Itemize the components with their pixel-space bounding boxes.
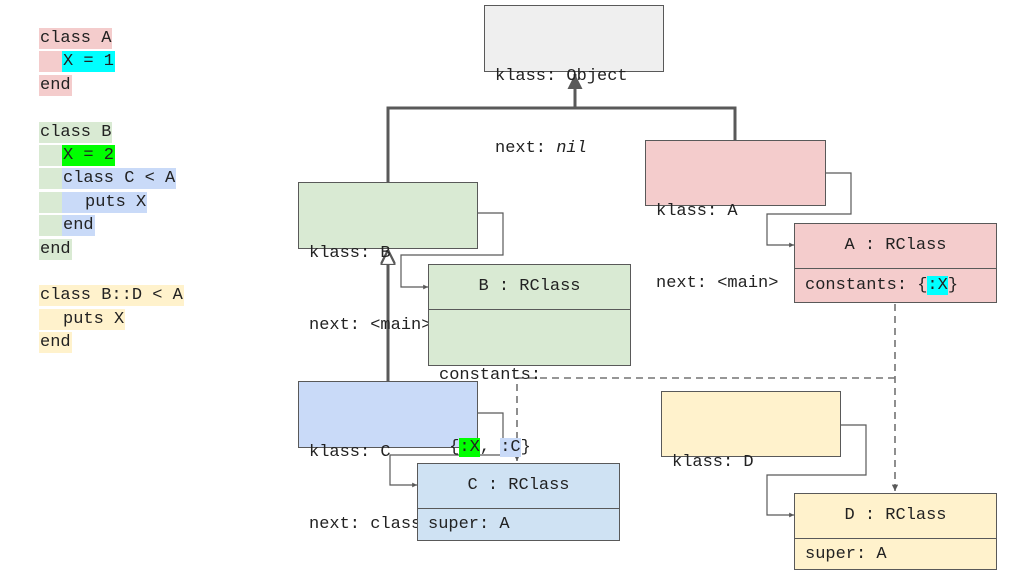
b-rclass-open-brace: {: [439, 438, 460, 457]
class-b-node: klass: B next: <main>: [298, 182, 478, 335]
code-line-class-d: class B::D < A: [39, 285, 184, 307]
super-link-a-to-c: [513, 377, 895, 461]
class-c-node: klass: C next: class B: [298, 381, 478, 534]
code-indent-b: [39, 168, 63, 190]
b-rclass-node: B : RClass constants: {:X, :C}: [428, 264, 631, 457]
d-rclass-super: super: A: [805, 545, 887, 564]
code-line-a-end: end: [39, 74, 72, 96]
b-rclass-constants: constants: {:X, :C}: [429, 310, 630, 508]
object-next-label: next:: [495, 139, 547, 158]
b-rclass-close-brace: }: [520, 438, 531, 457]
code-line-d-puts: puts X: [62, 308, 126, 330]
code-indent-b: [39, 215, 63, 237]
object-next: next: nil: [495, 137, 653, 161]
a-rclass-constant-x: :X: [927, 276, 948, 295]
code-indent-a: [39, 51, 63, 73]
klass-link-d: [766, 424, 867, 518]
code-line-class-a: class A: [39, 28, 113, 49]
code-line-b-end: end: [39, 238, 72, 260]
code-line-b-constant: X = 2: [62, 144, 116, 166]
class-d-node: klass: D: [661, 391, 841, 472]
code-line-class-b: class B: [39, 121, 113, 143]
code-line-class-c: class C < A: [62, 168, 177, 190]
class-d-klass: klass: D: [672, 453, 754, 472]
b-rclass-separator: ,: [479, 438, 501, 457]
b-rclass-title: B : RClass: [429, 265, 630, 310]
klass-link-b: [400, 212, 504, 290]
class-c-klass: klass: C: [309, 443, 391, 462]
class-b-klass: klass: B: [309, 244, 391, 263]
code-indent-b: [39, 144, 63, 166]
d-rclass-node: D : RClass super: A: [794, 493, 997, 570]
c-rclass-title: C : RClass: [418, 464, 619, 509]
code-line-a-constant: X = 1: [62, 51, 116, 73]
code-line-c-end: end: [62, 215, 95, 237]
b-rclass-constants-values: {:X, :C}: [439, 436, 620, 460]
b-rclass-constant-c: :C: [500, 438, 521, 457]
a-rclass-title: A : RClass: [795, 224, 996, 269]
class-b-next: next: <main>: [309, 316, 432, 335]
a-rclass-constants: constants: {:X}: [795, 269, 996, 303]
d-rclass-title: D : RClass: [795, 494, 996, 539]
a-rclass-constants-label: constants: {: [805, 276, 928, 295]
code-indent-b: [39, 191, 63, 213]
code-indent-c: [62, 191, 85, 213]
a-rclass-node: A : RClass constants: {:X}: [794, 223, 997, 303]
c-rclass-super: super: A: [428, 515, 510, 534]
next-link-b-to-object: [386, 106, 737, 182]
klass-link-a: [766, 172, 852, 248]
a-rclass-close-brace: }: [947, 276, 959, 295]
c-rclass-node: C : RClass super: A: [417, 463, 620, 541]
object-klass: klass: Object: [495, 67, 628, 86]
code-line-d-end: end: [39, 332, 72, 354]
object-node: klass: Object next: nil: [484, 5, 664, 158]
b-rclass-constants-label: constants:: [439, 366, 542, 385]
class-a-klass: klass: A: [656, 202, 738, 221]
class-a-next: next: <main>: [656, 274, 779, 293]
class-a-node: klass: A next: <main>: [645, 140, 826, 293]
code-indent-d: [39, 308, 63, 330]
code-line-c-puts: puts X: [84, 191, 148, 213]
b-rclass-constant-x: :X: [459, 438, 480, 457]
klass-link-c: [389, 412, 504, 488]
object-next-value: nil: [556, 139, 587, 158]
